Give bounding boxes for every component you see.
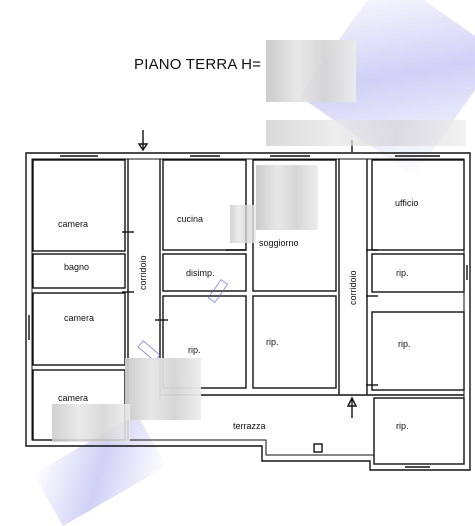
- redacted-area: [256, 165, 318, 230]
- redacted-area: [266, 120, 466, 146]
- label-cucina: cucina: [177, 214, 203, 224]
- label-camera-1: camera: [58, 219, 88, 229]
- floor-plan-svg: camera bagno camera camera corridoio cuc…: [25, 130, 471, 471]
- redacted-area: [230, 205, 256, 243]
- label-rip-right-3: rip.: [396, 421, 409, 431]
- label-camera-2: camera: [64, 313, 94, 323]
- label-corridoio-left: corridoio: [138, 255, 148, 290]
- room-rip-center-left: [162, 295, 247, 389]
- room-disimp: [162, 253, 247, 292]
- room-rip-right-3: [373, 397, 465, 465]
- label-rip-right-1: rip.: [396, 268, 409, 278]
- room-camera-2: [32, 292, 126, 366]
- label-ufficio: ufficio: [395, 198, 418, 208]
- floor-plan-drawing: PIANO TERRA H=: [25, 0, 475, 526]
- room-rip-right-1: [371, 253, 465, 293]
- redacted-area: [266, 40, 356, 102]
- redacted-area: [52, 404, 130, 442]
- room-ufficio: [371, 159, 465, 251]
- label-rip-center-left: rip.: [188, 345, 201, 355]
- terrace-drain: [313, 443, 323, 453]
- room-rip-right-2: [371, 311, 465, 391]
- label-rip-right-2: rip.: [398, 339, 411, 349]
- floor-title: PIANO TERRA H=: [134, 56, 262, 73]
- label-bagno: bagno: [64, 262, 89, 272]
- label-disimp: disimp.: [186, 268, 215, 278]
- room-bagno: [32, 253, 126, 289]
- outer-wall: [25, 152, 471, 471]
- label-soggiorno: soggiorno: [259, 238, 299, 248]
- redacted-area: [125, 358, 201, 420]
- room-rip-center: [252, 295, 337, 389]
- label-corridoio-right: corridoio: [348, 270, 358, 305]
- label-rip-center: rip.: [266, 337, 279, 347]
- room-camera-1: [32, 159, 126, 252]
- label-camera-3: camera: [58, 393, 88, 403]
- label-terrazza: terrazza: [233, 421, 266, 431]
